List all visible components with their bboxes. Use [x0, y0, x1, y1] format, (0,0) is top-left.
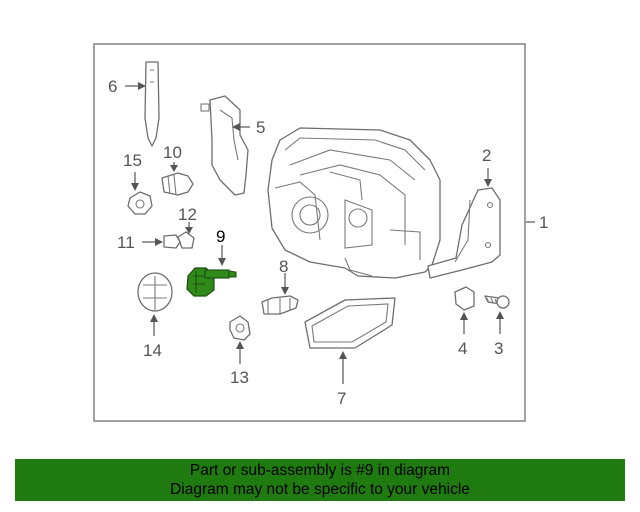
- callout-5[interactable]: 5: [256, 118, 265, 137]
- callout-12[interactable]: 12: [178, 205, 197, 224]
- side-bracket[interactable]: [200, 95, 249, 196]
- callout-6[interactable]: 6: [108, 77, 117, 96]
- banner-line-1: Part or sub-assembly is #9 in diagram: [189, 462, 451, 479]
- bulb-12[interactable]: [177, 231, 195, 249]
- callout-13[interactable]: 13: [230, 368, 249, 387]
- callout-labels: 6 5 2 1 15 10 12 11 9 8 14 13 7 4 3: [108, 77, 548, 408]
- callout-7[interactable]: 7: [337, 389, 346, 408]
- bulb-11[interactable]: [163, 234, 181, 249]
- screw-3[interactable]: [484, 295, 510, 309]
- callout-4[interactable]: 4: [458, 339, 467, 358]
- leader-lines: [125, 82, 535, 384]
- cover-cap-14[interactable]: [137, 272, 173, 312]
- callout-9[interactable]: 9: [216, 227, 225, 246]
- socket-4[interactable]: [454, 286, 475, 311]
- mounting-bracket[interactable]: [427, 187, 501, 279]
- socket-13[interactable]: [229, 315, 251, 341]
- callout-3[interactable]: 3: [494, 339, 503, 358]
- diagram-notice-banner: Part or sub-assembly is #9 in diagram Di…: [15, 459, 625, 501]
- callout-11[interactable]: 11: [117, 233, 135, 252]
- callout-2[interactable]: 2: [482, 146, 491, 165]
- banner-line-2: Diagram may not be specific to your vehi…: [170, 481, 470, 498]
- callout-15[interactable]: 15: [123, 151, 142, 170]
- headlamp-assembly[interactable]: [267, 127, 441, 279]
- bulb-8[interactable]: [261, 295, 299, 315]
- part-9-highlighted[interactable]: [186, 267, 237, 297]
- callout-10[interactable]: 10: [163, 143, 182, 162]
- bulb-10[interactable]: [161, 172, 194, 196]
- adjuster-rod[interactable]: [144, 61, 160, 147]
- callout-8[interactable]: 8: [279, 257, 288, 276]
- tray-7[interactable]: [304, 297, 396, 349]
- socket-15[interactable]: [127, 191, 153, 215]
- callout-14[interactable]: 14: [143, 341, 162, 360]
- callout-1[interactable]: 1: [539, 213, 548, 232]
